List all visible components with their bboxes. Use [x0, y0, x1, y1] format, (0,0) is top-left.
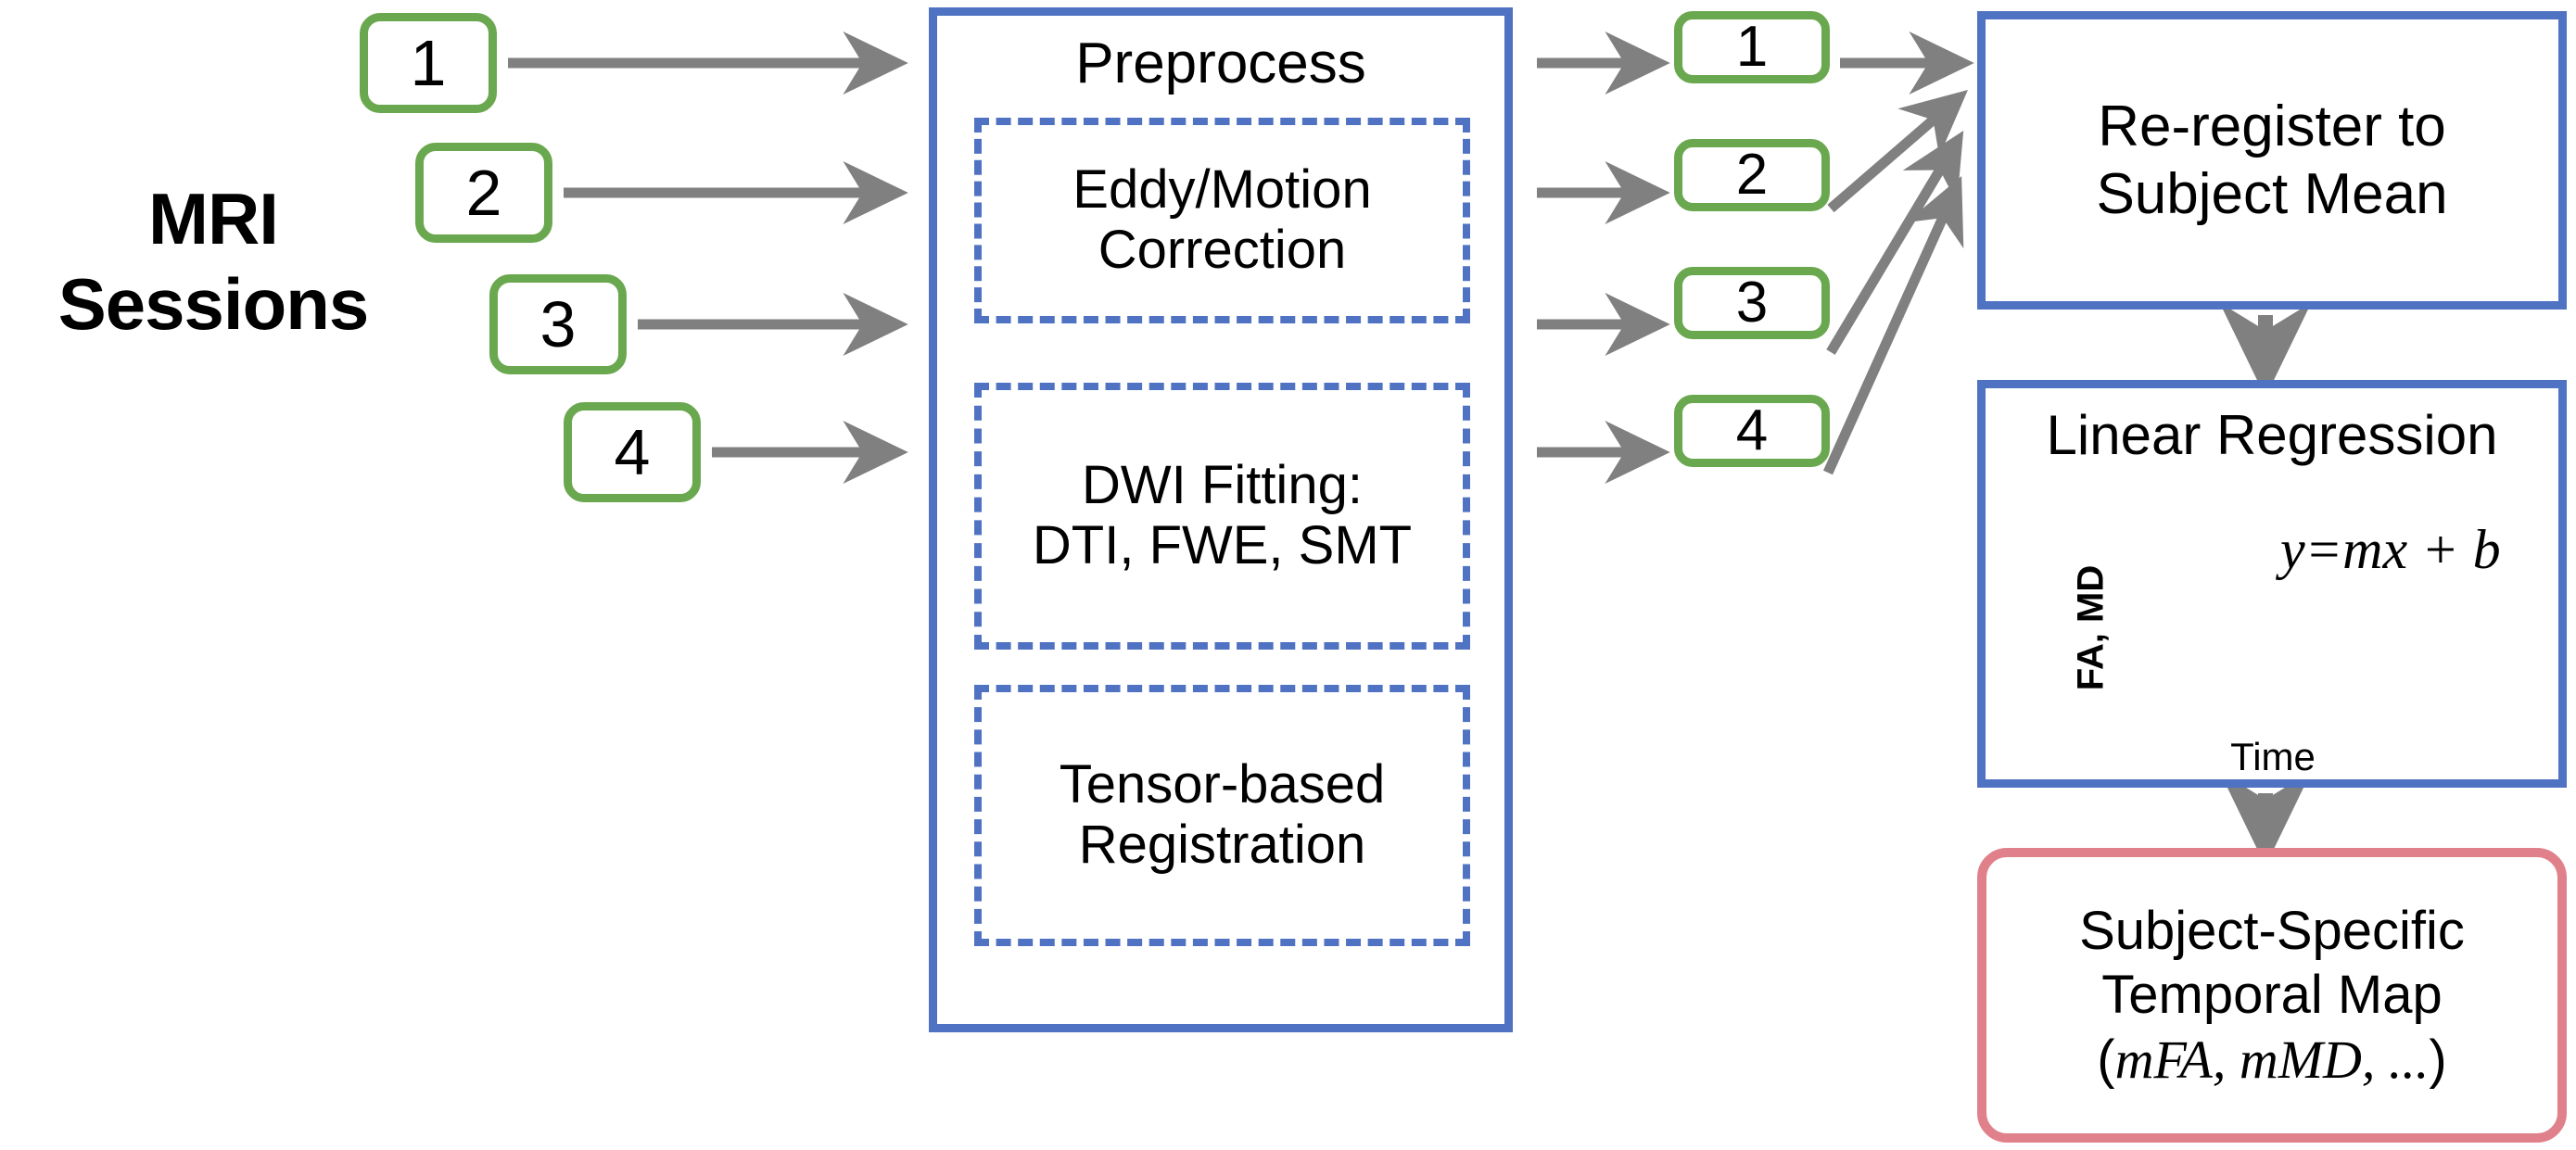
output-paren-close: ) — [2429, 1029, 2447, 1090]
session-chip-4-label: 4 — [614, 416, 651, 488]
session-chip-2[interactable]: 2 — [415, 143, 552, 243]
processed-session-chip-3-label: 3 — [1735, 271, 1769, 335]
preprocess-step-eddy-motion-correction[interactable]: Eddy/Motion Correction — [974, 118, 1470, 323]
reregister-line1: Re-register to — [2098, 94, 2446, 158]
step-1-line1: Eddy/Motion — [1072, 159, 1372, 221]
mri-sessions-label: MRI Sessions — [56, 176, 371, 347]
step-3-line1: Tensor-based — [1059, 754, 1386, 815]
session-chip-1[interactable]: 1 — [360, 13, 497, 113]
linear-regression-box[interactable]: Linear Regression FA, MD Time y=mx + b — [1977, 380, 2567, 788]
processed-session-chip-1[interactable]: 1 — [1674, 11, 1830, 83]
session-chip-3[interactable]: 3 — [489, 274, 627, 374]
step-2-line1: DWI Fitting: — [1082, 455, 1363, 516]
regression-plot-xlabel: Time — [2230, 735, 2316, 778]
regression-plot: FA, MD Time y=mx + b — [2041, 498, 2523, 778]
preprocess-box[interactable]: Preprocess Eddy/Motion Correction DWI Fi… — [929, 7, 1513, 1032]
mri-sessions-label-line1: MRI — [148, 178, 279, 259]
output-line3: (mFA, mMD, ...) — [2079, 1028, 2465, 1093]
processed-session-chip-4[interactable]: 4 — [1674, 395, 1830, 467]
mri-sessions-label-line2: Sessions — [57, 263, 370, 346]
preprocess-step-tensor-registration[interactable]: Tensor-based Registration — [974, 685, 1470, 946]
output-line1: Subject-Specific — [2079, 900, 2465, 961]
step-3-line2: Registration — [1078, 815, 1366, 875]
regression-equation: y=mx + b — [2280, 519, 2501, 580]
reregister-box[interactable]: Re-register to Subject Mean — [1977, 11, 2567, 310]
session-chip-4[interactable]: 4 — [564, 402, 701, 502]
regression-plot-ylabel: FA, MD — [2070, 564, 2112, 691]
reregister-line2: Subject Mean — [2096, 162, 2448, 226]
processed-session-chip-1-label: 1 — [1735, 15, 1769, 79]
output-line2: Temporal Map — [2101, 965, 2443, 1026]
session-chip-3-label: 3 — [539, 288, 577, 360]
processed-session-chip-4-label: 4 — [1735, 398, 1769, 462]
subject-specific-temporal-map-box[interactable]: Subject-Specific Temporal Map (mFA, mMD,… — [1977, 848, 2567, 1143]
step-2-line2: DTI, FWE, SMT — [1032, 515, 1413, 575]
processed-session-chip-2[interactable]: 2 — [1674, 139, 1830, 211]
processed-session-chip-3[interactable]: 3 — [1674, 267, 1830, 339]
output-metrics: mFA, mMD, ... — [2114, 1029, 2430, 1090]
preprocess-step-dwi-fitting[interactable]: DWI Fitting: DTI, FWE, SMT — [974, 383, 1470, 650]
output-paren-open: ( — [2097, 1029, 2115, 1090]
processed-session-chip-2-label: 2 — [1735, 143, 1769, 207]
preprocess-title: Preprocess — [1075, 32, 1366, 95]
step-1-line2: Correction — [1098, 220, 1347, 280]
linear-regression-title: Linear Regression — [2046, 404, 2498, 466]
session-chip-2-label: 2 — [465, 157, 502, 229]
session-chip-1-label: 1 — [410, 27, 447, 99]
